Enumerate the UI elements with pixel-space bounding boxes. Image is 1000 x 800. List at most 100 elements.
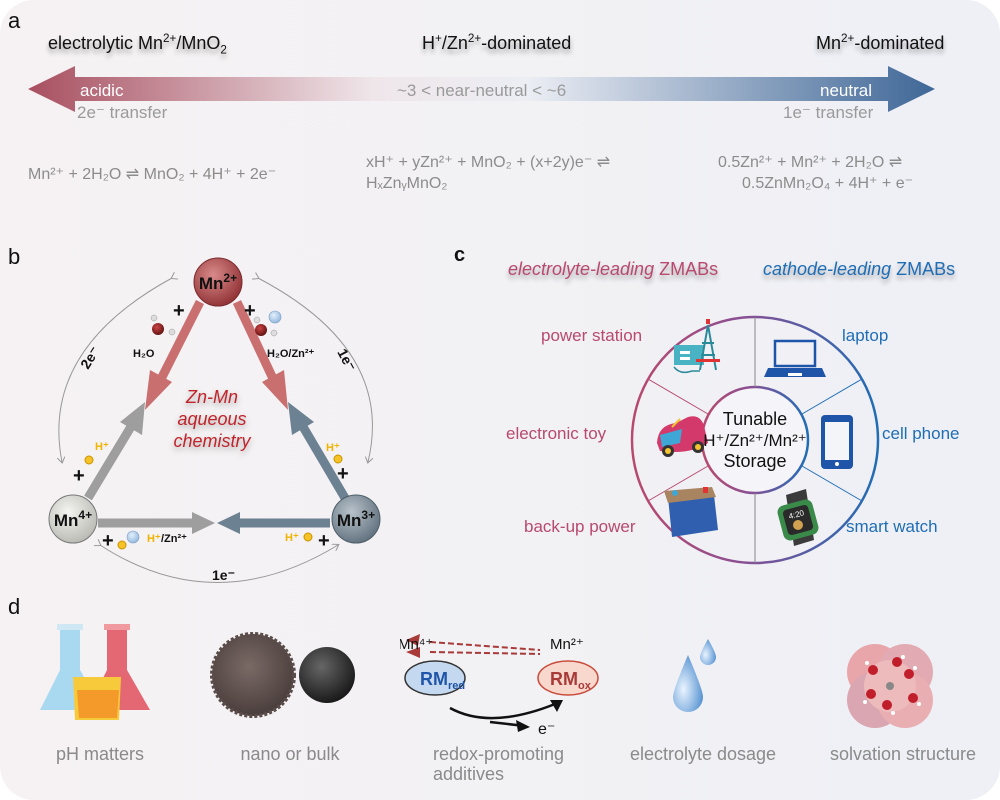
app-electronic-toy: electronic toy: [506, 424, 607, 443]
electrolyte-drops-icon: [673, 639, 716, 712]
gradient-arrow-shape: [28, 66, 935, 112]
h-plus-label: H⁺: [147, 533, 161, 545]
panel-d-label: d: [8, 594, 21, 619]
app-cell-phone: cell phone: [882, 424, 960, 443]
header-sup: 2+: [467, 32, 482, 45]
cathode-leading-title: cathode-leading ZMABs: [763, 259, 955, 280]
center-storage: Storage: [723, 451, 786, 471]
zn-mn-chemistry-title: Zn-Mn aqueous chemistry: [173, 387, 251, 451]
central-ion: [886, 682, 894, 690]
solvation-structure-icon: [847, 644, 933, 728]
center-tunable: Tunable: [723, 409, 787, 429]
h2o-zn-label: H₂O/Zn²⁺: [267, 348, 315, 360]
mn2-text: Mn²⁺: [550, 636, 584, 653]
h-plus-label: H⁺: [95, 441, 109, 453]
mn3-label: Mn3+: [337, 508, 375, 530]
title-italic: electrolyte-leading: [508, 259, 655, 279]
power-station-icon: [673, 319, 720, 374]
header-text: /Zn: [441, 33, 468, 53]
mn4-node: [48, 494, 98, 544]
water-molecule-icon: [150, 314, 176, 336]
mn2-node: [193, 257, 243, 307]
smart-watch-icon: 4:20: [777, 489, 819, 546]
electrolyte-leading-title: electrolyte-leading ZMABs: [508, 259, 718, 280]
header-sup: +: [435, 32, 442, 45]
arrowhead: [192, 512, 215, 534]
plus-sign: +: [173, 300, 185, 322]
equation-h-zn-line2: HₓZnᵧMnO₂: [366, 175, 448, 192]
small-drop: [700, 639, 716, 665]
header-text: -dominated: [481, 33, 572, 53]
electron-label: e⁻: [538, 721, 555, 738]
equation-h-zn-line1: xH⁺ + yZn²⁺ + MnO₂ + (x+2y)e⁻ ⇌: [366, 154, 611, 171]
center-text-line: Zn-Mn: [185, 387, 238, 407]
acidic-label: acidic: [80, 81, 124, 100]
divider: [801, 465, 863, 502]
water-molecule-icon: [253, 316, 278, 337]
header-text: H: [422, 33, 435, 53]
plus-sign: +: [337, 463, 349, 485]
label-ph-matters: pH matters: [55, 744, 145, 764]
arrow-mn4-to-center: [84, 422, 136, 501]
panel-b-label: b: [8, 244, 21, 269]
rm-red-ellipse: [404, 660, 466, 696]
plus-sign: +: [73, 465, 85, 487]
mn4-text: Mn⁴⁺: [400, 636, 433, 653]
arrowhead: [262, 370, 288, 410]
bulk-particle: [299, 647, 355, 703]
arrowhead: [145, 370, 172, 410]
electron-transfer-arrow: [449, 702, 556, 720]
large-drop: [673, 655, 703, 712]
panel-a-label: a: [8, 8, 21, 33]
near-neutral-range-label: ~3 < near-neutral < ~6: [397, 81, 567, 100]
battery-icon: [664, 487, 718, 537]
panel-c-label: c: [454, 244, 466, 266]
label-nano-or-bulk: nano or bulk: [240, 744, 340, 764]
header-sub: 2: [220, 43, 227, 57]
plus-sign: +: [244, 300, 256, 322]
arrowhead: [217, 512, 240, 534]
header-text: electrolytic Mn: [48, 33, 164, 53]
application-wheel: 4:20 Tunable H⁺/Zn²⁺/Mn²⁺ Storage: [630, 315, 880, 565]
app-power-station: power station: [541, 326, 643, 345]
header-mn-dominated: Mn2+-dominated: [816, 32, 944, 54]
equation-electrolytic: Mn²⁺ + 2H₂O ⇌ MnO₂ + 4H⁺ + 2e⁻: [28, 166, 277, 183]
nano-bulk-particles-icon: [210, 632, 355, 718]
zinc-ion-icon: [268, 310, 282, 324]
proton-icon: [117, 540, 127, 550]
zn-label: /Zn²⁺: [161, 533, 187, 545]
app-laptop: laptop: [842, 326, 889, 345]
header-h-zn-dominated: H+/Zn2+-dominated: [422, 32, 571, 54]
watch-time: 4:20: [788, 508, 806, 521]
title-rest: ZMABs: [891, 259, 956, 279]
header-text: /MnO: [176, 33, 221, 53]
header-sup: 2+: [163, 32, 177, 45]
center-text-line: chemistry: [173, 431, 251, 451]
rm-ox-ellipse: [537, 660, 599, 696]
one-electron-curve-right: [258, 278, 372, 462]
one-electron-label-bottom: 1e⁻: [212, 567, 235, 583]
toy-car-icon: [657, 416, 708, 457]
plus-sign: +: [318, 530, 330, 552]
center-text-line: aqueous: [177, 409, 246, 429]
divider: [647, 378, 709, 415]
h2o-label: H₂O: [133, 348, 155, 360]
divider: [647, 465, 709, 502]
neutral-label: neutral: [820, 81, 872, 100]
header-text: Mn: [816, 33, 842, 53]
center-ions: H⁺/Zn²⁺/Mn²⁺: [703, 431, 806, 450]
header-text: -dominated: [854, 33, 945, 53]
divider: [801, 378, 863, 415]
header-sup: 2+: [841, 32, 855, 45]
proton-icon: [303, 532, 313, 542]
one-electron-transfer-label: 1e⁻ transfer: [783, 103, 874, 122]
app-back-up-power: back-up power: [524, 517, 636, 536]
nano-particle: [210, 632, 296, 718]
equation-mn-line1: 0.5Zn²⁺ + Mn²⁺ + 2H₂O ⇌: [718, 154, 903, 171]
redox-mediator-diagram: Mn⁴⁺ Mn²⁺ RMred RMox e⁻: [400, 634, 599, 738]
mn3-node: [331, 494, 381, 544]
mn2-label: Mn2+: [199, 271, 237, 293]
two-electron-transfer-label: 2e⁻ transfer: [77, 103, 168, 122]
label-solvation-structure: solvation structure: [829, 744, 977, 764]
laptop-icon: [764, 339, 826, 377]
